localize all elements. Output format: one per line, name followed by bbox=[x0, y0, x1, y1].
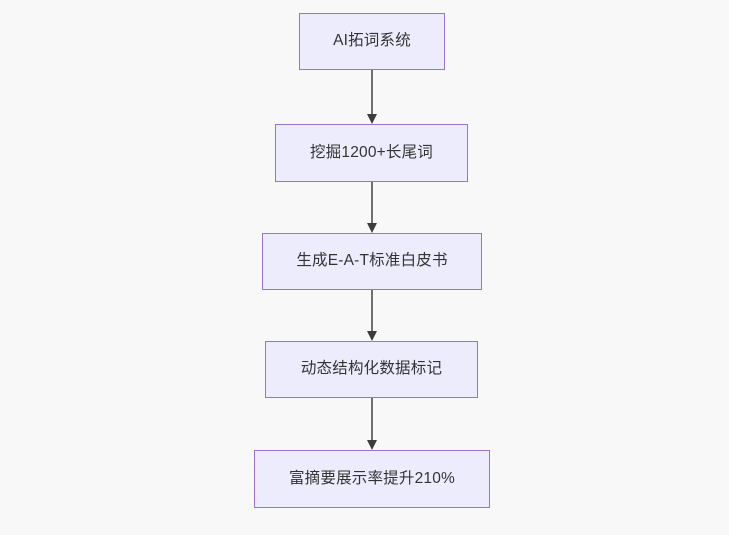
flowchart-node-dynamic-structured-data-markup[interactable]: 动态结构化数据标记 bbox=[265, 341, 478, 398]
node-label: 生成E-A-T标准白皮书 bbox=[296, 252, 448, 270]
flowchart-node-rich-snippet-impression-uplift[interactable]: 富摘要展示率提升210% bbox=[254, 450, 490, 508]
edge-n2-to-n3 bbox=[363, 182, 381, 233]
edge-n3-to-n4 bbox=[363, 290, 381, 341]
node-label: 挖掘1200+长尾词 bbox=[309, 143, 434, 161]
arrowhead-icon bbox=[367, 114, 377, 124]
flowchart-node-ai-keyword-system[interactable]: AI拓词系统 bbox=[299, 13, 445, 70]
arrowhead-icon bbox=[367, 331, 377, 341]
arrowhead-icon bbox=[367, 440, 377, 450]
flowchart-node-generate-eat-whitepaper[interactable]: 生成E-A-T标准白皮书 bbox=[262, 233, 482, 290]
flowchart-node-mine-longtail-keywords[interactable]: 挖掘1200+长尾词 bbox=[275, 124, 468, 182]
edge-n1-to-n2 bbox=[363, 70, 381, 124]
node-label: 富摘要展示率提升210% bbox=[288, 469, 456, 487]
edge-n4-to-n5 bbox=[363, 398, 381, 450]
node-label: AI拓词系统 bbox=[333, 32, 411, 50]
node-label: 动态结构化数据标记 bbox=[300, 360, 443, 378]
arrowhead-icon bbox=[367, 223, 377, 233]
